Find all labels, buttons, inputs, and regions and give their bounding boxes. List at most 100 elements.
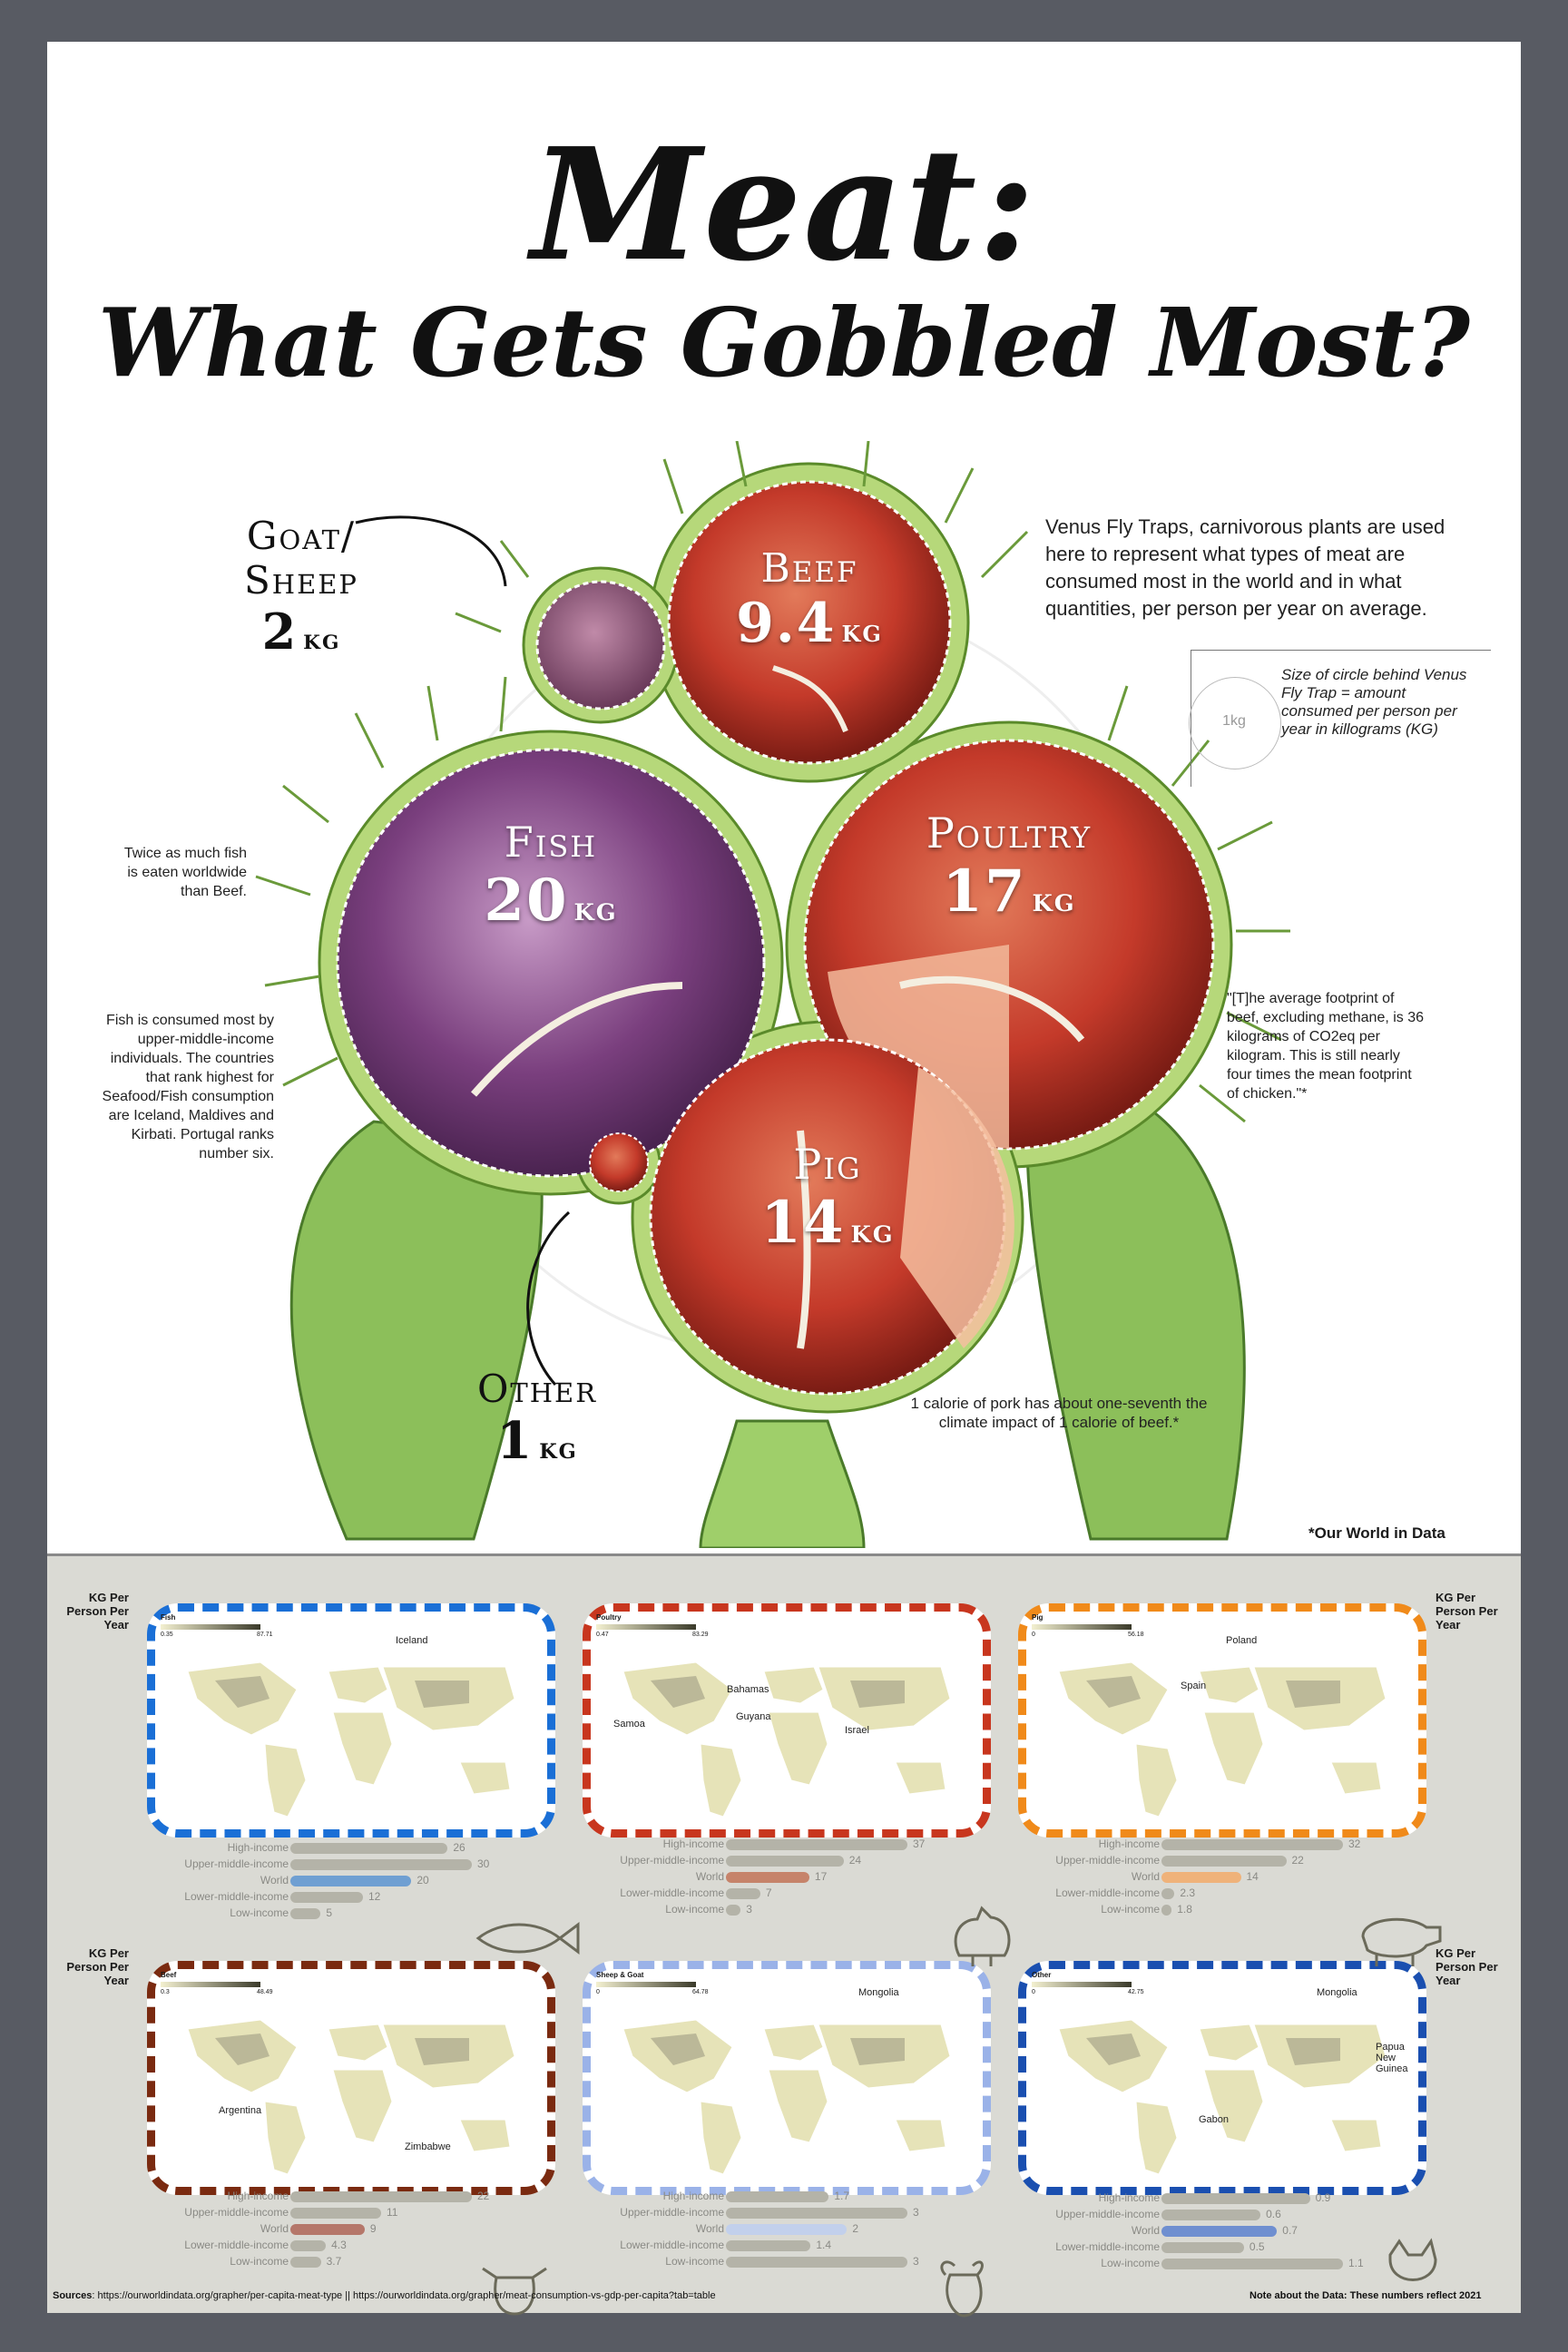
world-map	[187, 1661, 515, 1818]
bar-label: Upper-middle-income	[1055, 1854, 1160, 1867]
bar-fill	[726, 1905, 741, 1916]
bar-value: 30	[477, 1857, 490, 1870]
bar-fill	[290, 2191, 472, 2202]
bar-fill	[726, 2257, 907, 2268]
bar-value: 0.9	[1315, 2191, 1331, 2204]
map-country-label: Spain	[1181, 1681, 1207, 1691]
other-animal-icon	[1372, 2237, 1481, 2309]
bar-value: 1.7	[834, 2190, 850, 2202]
bar-row: World 20	[165, 1874, 583, 1886]
bar-row: Low-income 3.7	[165, 2255, 583, 2268]
color-scale	[596, 1624, 696, 1630]
bar-value: 5	[326, 1906, 333, 1919]
bar-label: World	[260, 1874, 289, 1886]
bar-row: Lower-middle-income 12	[165, 1890, 583, 1903]
bar-fill	[290, 1876, 412, 1886]
side-label-top-left: KG Per Person Per Year	[66, 1591, 129, 1632]
bar-value: 0.5	[1249, 2240, 1265, 2253]
map-title: Beef	[161, 1971, 177, 1979]
world-map	[187, 2019, 515, 2175]
legend-circle	[1189, 677, 1281, 769]
bar-fill	[290, 2224, 365, 2235]
bar-fill	[726, 1888, 760, 1899]
bar-row: Upper-middle-income 11	[165, 2206, 583, 2219]
bar-fill	[290, 1843, 448, 1854]
bar-fill	[290, 1908, 321, 1919]
color-scale	[1032, 1982, 1132, 1987]
bar-row: World 14	[1036, 1870, 1454, 1883]
bar-value: 26	[453, 1841, 466, 1854]
note-fish-twice: Twice as much fish is eaten worldwide th…	[123, 846, 247, 899]
color-scale	[161, 1624, 260, 1630]
map-country-label: Argentina	[219, 2105, 262, 2116]
sources-text: : https://ourworldindata.org/grapher/per…	[92, 2290, 716, 2301]
leaf-left	[289, 1120, 544, 1541]
bar-value: 9	[369, 2222, 377, 2235]
map-country-label: Guyana	[736, 1711, 771, 1722]
bar-value: 1.1	[1348, 2257, 1364, 2269]
title-line-2: What Gets Gobbled Most?	[97, 287, 1471, 398]
bar-row: Upper-middle-income 0.6	[1036, 2208, 1454, 2220]
map-country-label: Iceland	[396, 1635, 428, 1646]
source-note: *Our World in Data	[1308, 1524, 1446, 1542]
bar-label: World	[695, 1870, 724, 1883]
bar-row: Upper-middle-income 30	[165, 1857, 583, 1870]
bar-fill	[1161, 1872, 1241, 1883]
world-map	[622, 1661, 951, 1818]
bar-value: 37	[913, 1838, 926, 1850]
bar-value: 0.6	[1266, 2208, 1281, 2220]
color-scale	[596, 1982, 696, 1987]
bar-label: Low-income	[230, 1906, 289, 1919]
scale-min: 0	[1032, 1989, 1035, 1995]
leaf-right	[1025, 1111, 1246, 1541]
bar-fill	[1161, 2226, 1278, 2237]
bar-value: 2	[852, 2222, 859, 2235]
title-line-1: Meat:	[531, 114, 1037, 296]
bar-label: High-income	[227, 1841, 289, 1854]
sheep-map-panel: Sheep & Goat 0 64.78 Mongolia	[583, 1961, 991, 2195]
note-beef-footprint: "[T]he average footprint of beef, exclud…	[1227, 991, 1425, 1102]
bar-label: High-income	[662, 1838, 724, 1850]
bar-fill	[1161, 1905, 1172, 1916]
world-map	[1058, 2019, 1387, 2175]
bar-label: Upper-middle-income	[184, 2206, 289, 2219]
map-country-label: Gabon	[1199, 2114, 1230, 2125]
chicken-icon	[941, 1901, 1050, 1974]
bar-fill	[290, 2257, 321, 2268]
map-country-label: Mongolia	[858, 1987, 899, 1998]
color-scale	[161, 1982, 260, 1987]
bar-label: High-income	[227, 2190, 289, 2202]
world-map	[1058, 1661, 1387, 1818]
bar-label: World	[260, 2222, 289, 2235]
bar-label: Lower-middle-income	[1055, 1886, 1160, 1899]
flytrap-illustration	[255, 441, 1290, 1548]
bar-fill	[290, 1859, 472, 1870]
bar-row: Low-income 1.1	[1036, 2257, 1454, 2269]
intro-text: Venus Fly Traps, carnivorous plants are …	[1045, 515, 1446, 620]
bar-row: Low-income 5	[165, 1906, 583, 1919]
bar-value: 4.3	[331, 2239, 347, 2251]
bar-label: High-income	[662, 2190, 724, 2202]
bar-row: Lower-middle-income 7	[601, 1886, 1018, 1899]
bar-row: Lower-middle-income 4.3	[165, 2239, 583, 2251]
map-title: Poultry	[596, 1613, 622, 1622]
bar-row: Upper-middle-income 22	[1036, 1854, 1454, 1867]
bar-fill	[1161, 2259, 1343, 2269]
bar-fill	[290, 1892, 363, 1903]
bar-fill	[726, 2208, 907, 2219]
poultry-name: Poultry	[926, 808, 1093, 858]
bar-row: World 9	[165, 2222, 583, 2235]
other-name: Other	[476, 1367, 598, 1411]
fish-icon	[474, 1916, 583, 1988]
map-title: Sheep & Goat	[596, 1971, 644, 1979]
